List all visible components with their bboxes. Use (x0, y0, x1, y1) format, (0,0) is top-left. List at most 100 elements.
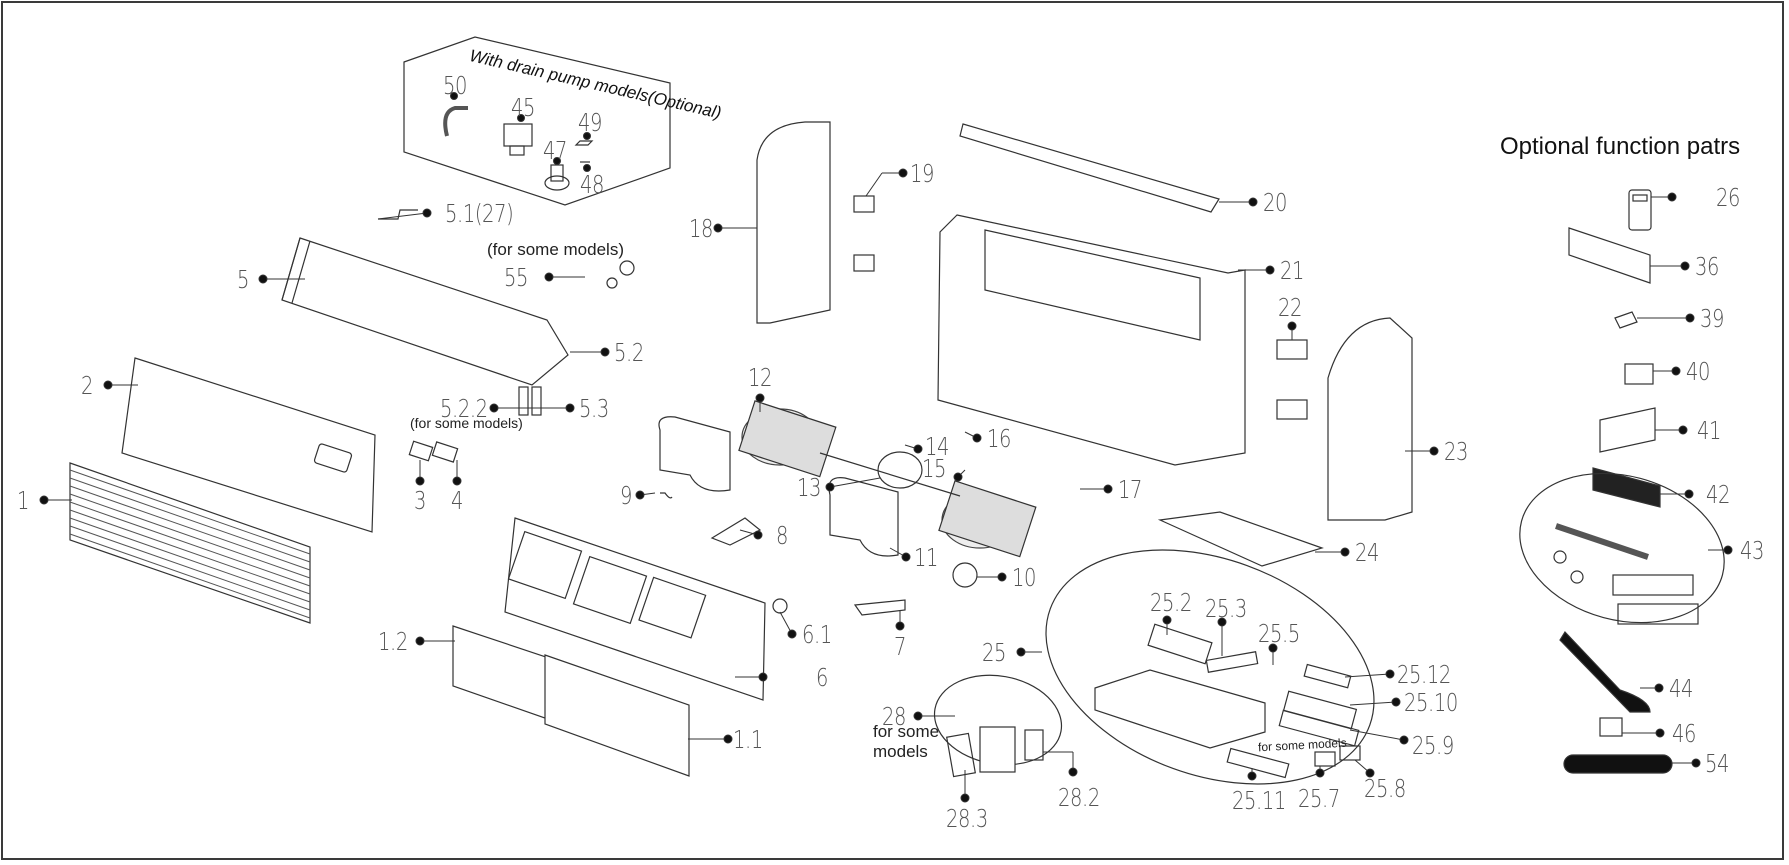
volute-left (658, 416, 731, 492)
callout-5-2-2: 5.2.2 (440, 394, 488, 423)
callout-40: 40 (1686, 357, 1711, 386)
part-25-3-terminal (1205, 651, 1259, 673)
part-36-panel (1568, 227, 1651, 284)
callout-45: 45 (511, 93, 536, 122)
callout-13: 13 (797, 473, 822, 502)
callout-11: 11 (914, 543, 939, 572)
callout-28: 28 (882, 702, 907, 731)
callout-4: 4 (451, 486, 464, 515)
note-for-some-models-28: for some models (873, 722, 940, 762)
part-49-clip (574, 140, 594, 146)
note-for-some-models-55: (for some models) (487, 240, 624, 259)
part-25-electric-box-group (1045, 549, 1375, 785)
callout-20: 20 (1263, 188, 1288, 217)
callout-1-1: 1.1 (733, 725, 763, 754)
callout-24: 24 (1355, 538, 1380, 567)
part-25-2-pcb (1147, 623, 1213, 665)
callout-15: 15 (922, 454, 947, 483)
part-22-bracket (1276, 339, 1308, 360)
callout-26: 26 (1716, 183, 1741, 212)
part-26-remote-controller (1628, 189, 1652, 231)
callout-25-7: 25.7 (1298, 784, 1340, 813)
callout-25-9: 25.9 (1412, 731, 1454, 760)
callout-25-11: 25.11 (1232, 786, 1286, 815)
callout-1-2: 1.2 (378, 627, 408, 656)
callout-8: 8 (776, 521, 789, 550)
part-55-valve (619, 260, 635, 276)
callout-22: 22 (1278, 293, 1303, 322)
callout-25-5: 25.5 (1258, 619, 1300, 648)
callout-25-8: 25.8 (1364, 774, 1406, 803)
part-25-11-board (1226, 747, 1290, 779)
callout-41: 41 (1697, 416, 1722, 445)
part-2-front-panel (121, 357, 376, 533)
display-window (313, 443, 353, 473)
callout-39: 39 (1700, 304, 1725, 333)
callout-5-1: 5.1(27) (445, 199, 514, 228)
callout-49: 49 (578, 108, 603, 137)
callout-54: 54 (1705, 749, 1730, 778)
part-25-12-board (1303, 663, 1352, 689)
part-41-display-panel (1599, 407, 1656, 453)
callout-28-2: 28.2 (1058, 783, 1100, 812)
callout-25-10: 25.10 (1404, 688, 1458, 717)
callout-16: 16 (987, 424, 1012, 453)
part-25-7-transformer (1314, 751, 1336, 767)
optional-parts-title: Optional function patrs (1500, 133, 1741, 160)
electric-box-tray (1094, 669, 1266, 749)
note-for-some-models-5-2-2: (for some models) (410, 415, 523, 431)
callout-36: 36 (1695, 252, 1720, 281)
part-7-bracket (853, 599, 906, 616)
part-21-main-chassis (937, 214, 1246, 466)
callout-42: 42 (1706, 480, 1731, 509)
part-28-2-plate (1024, 729, 1044, 761)
part-25-10-board (1282, 690, 1358, 730)
part-6-1-motor (772, 598, 788, 614)
part-5-2-2-pipe (531, 386, 542, 416)
callout-47: 47 (543, 136, 568, 165)
part-1-grille (69, 462, 311, 624)
callout-17: 17 (1118, 475, 1143, 504)
callout-12: 12 (748, 363, 773, 392)
part-39-clip (1614, 311, 1638, 329)
part-45-drain-pump (503, 123, 533, 147)
callout-43: 43 (1740, 536, 1765, 565)
callout-7: 7 (894, 632, 907, 661)
part-54-foam-strip (1563, 754, 1673, 774)
part-4-receiver (431, 441, 459, 463)
part-50-drain-pipe (443, 106, 468, 137)
callout-5-2: 5.2 (614, 338, 644, 367)
callout-10: 10 (1012, 563, 1037, 592)
part-47-float (544, 175, 570, 191)
part-13-motor (877, 451, 923, 489)
callout-19: 19 (910, 159, 935, 188)
callout-2: 2 (81, 371, 94, 400)
part-25-9-box (1278, 709, 1360, 747)
callout-46: 46 (1672, 719, 1697, 748)
part-8-bracket (710, 517, 762, 546)
part-5-3-pipe (518, 386, 529, 416)
callout-3: 3 (414, 486, 427, 515)
part-28-3-plate (945, 732, 977, 778)
part-19-bracket (853, 195, 875, 213)
part-9-sensor (660, 492, 673, 499)
part-44-drain-hose (1559, 631, 1651, 713)
callout-25-3: 25.3 (1205, 594, 1247, 623)
part-24-bottom-plate (1157, 511, 1324, 567)
part-5-1-sensor (378, 209, 418, 220)
callout-55: 55 (504, 263, 529, 292)
callout-28-3: 28.3 (946, 804, 988, 833)
part-1-1-filter (544, 654, 690, 777)
part-43-hose (1555, 523, 1649, 560)
callout-6: 6 (816, 663, 829, 692)
part-23-right-side-panel (1327, 317, 1413, 521)
callout-leaders (39, 92, 1733, 803)
part-25-8-relay (1339, 745, 1361, 761)
callout-1: 1 (17, 486, 30, 515)
part-10-capacitor (952, 562, 978, 588)
part-11-volute (828, 477, 899, 557)
callout-9: 9 (620, 481, 633, 510)
callout-5: 5 (237, 265, 250, 294)
callout-25-12: 25.12 (1397, 660, 1451, 689)
